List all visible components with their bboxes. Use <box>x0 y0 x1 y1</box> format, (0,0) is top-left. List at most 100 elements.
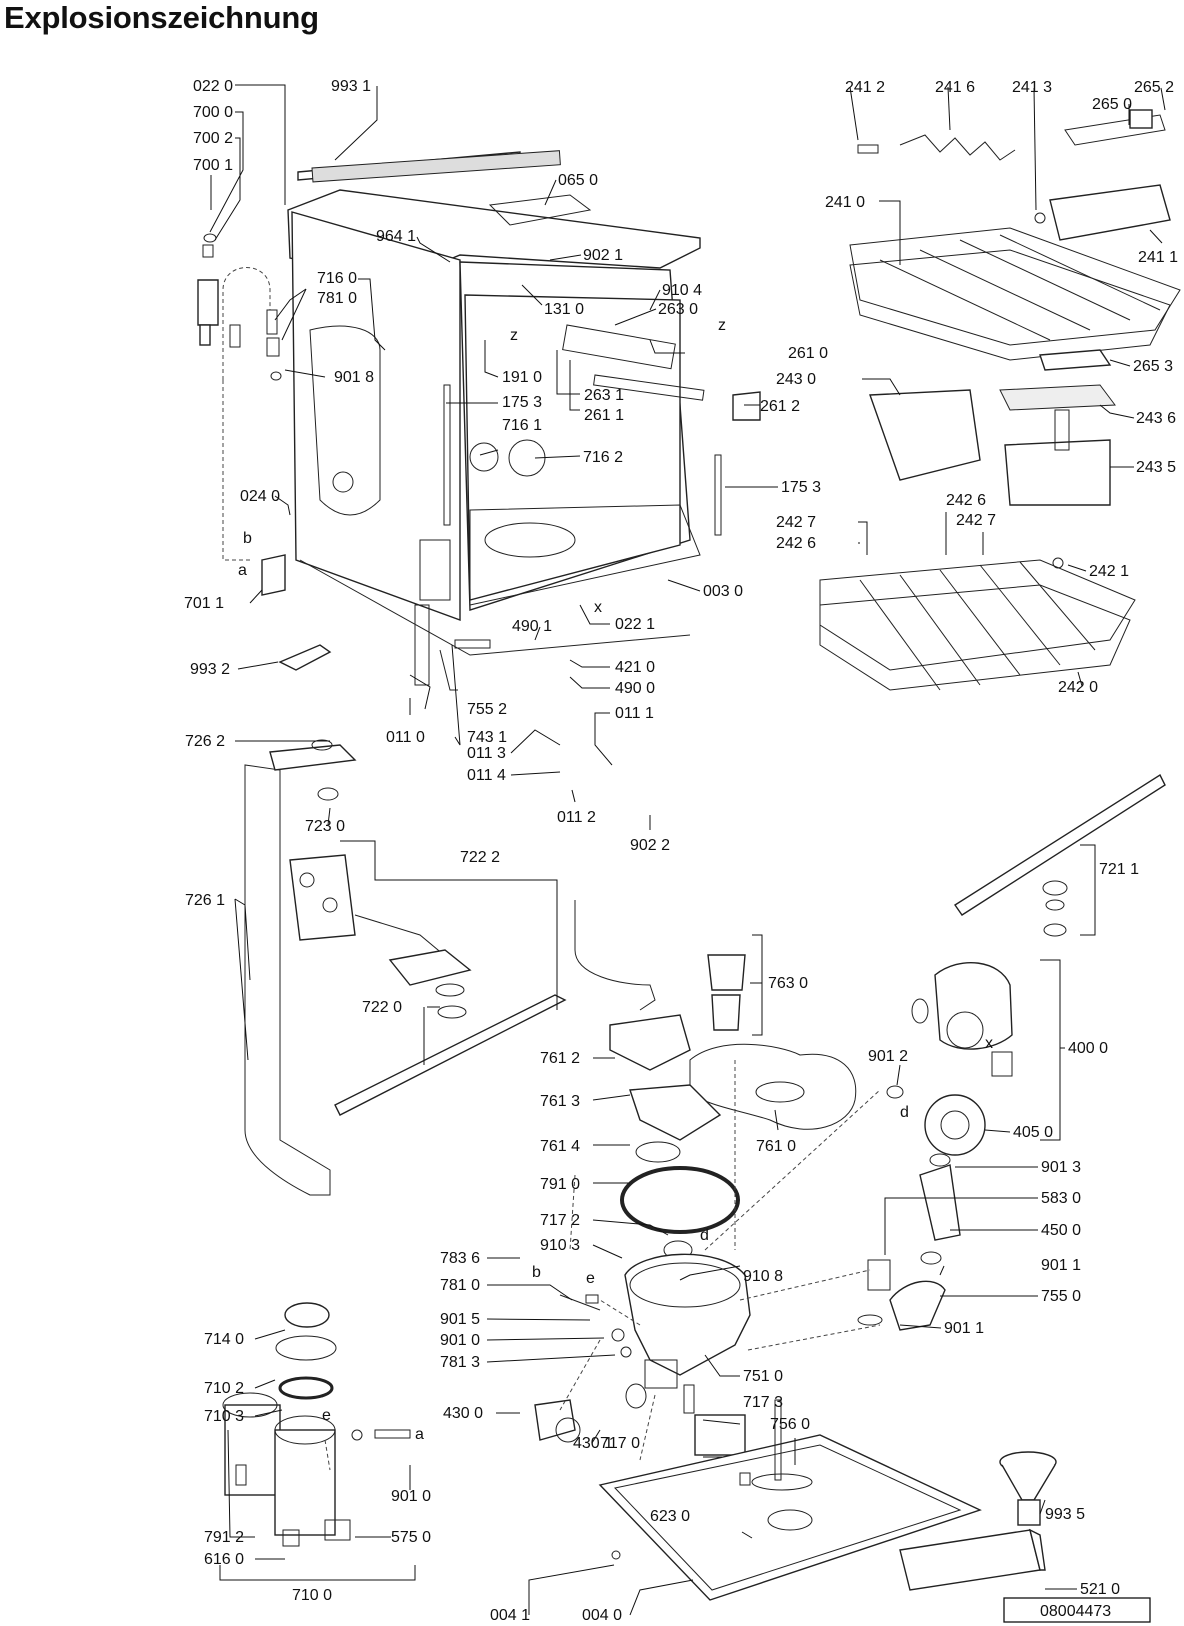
label-781-3: 781 3 <box>440 1354 480 1371</box>
label-450-0: 450 0 <box>1041 1222 1081 1239</box>
label-405-0: 405 0 <box>1013 1124 1053 1141</box>
label-003-0: 003 0 <box>703 583 743 600</box>
leader-lines <box>209 84 1166 1616</box>
label-902-2: 902 2 <box>630 837 670 854</box>
label-242-7b: 242 7 <box>776 514 816 531</box>
document-number: 08004473 <box>1040 1603 1111 1620</box>
label-964-1: 964 1 <box>376 228 416 245</box>
label-901-2: 901 2 <box>868 1048 908 1065</box>
salt-container-icon <box>222 1302 411 1547</box>
label-721-1: 721 1 <box>1099 861 1139 878</box>
label-x-2: x <box>985 1035 993 1052</box>
label-490-0: 490 0 <box>615 680 655 697</box>
label-242-1: 242 1 <box>1089 563 1129 580</box>
label-783-6: 783 6 <box>440 1250 480 1267</box>
label-791-2: 791 2 <box>204 1529 244 1546</box>
pump-icon <box>857 961 1013 1331</box>
label-022-0: 022 0 <box>193 78 233 95</box>
label-011-2: 011 2 <box>557 809 596 826</box>
label-242-6b: 242 6 <box>776 535 816 552</box>
label-261-2: 261 2 <box>760 398 800 415</box>
label-700-2: 700 2 <box>193 130 233 147</box>
label-710-2: 710 2 <box>204 1380 244 1397</box>
label-751-0: 751 0 <box>743 1368 783 1385</box>
label-993-2: 993 2 <box>190 661 230 678</box>
label-756-0: 756 0 <box>770 1416 810 1433</box>
label-781-0b: 781 0 <box>440 1277 480 1294</box>
label-755-2: 755 2 <box>467 701 507 718</box>
control-panel-icon <box>899 1528 1046 1591</box>
label-583-0: 583 0 <box>1041 1190 1081 1207</box>
label-004-1: 004 1 <box>490 1607 530 1624</box>
label-616-0: 616 0 <box>204 1551 244 1568</box>
label-263-1: 263 1 <box>584 387 624 404</box>
label-901-1a: 901 1 <box>1041 1257 1081 1274</box>
label-175-3b: 175 3 <box>781 479 821 496</box>
label-723-0: 723 0 <box>305 818 345 835</box>
label-623-0: 623 0 <box>650 1508 690 1525</box>
label-761-3: 761 3 <box>540 1093 580 1110</box>
label-722-0: 722 0 <box>362 999 402 1016</box>
label-241-0: 241 0 <box>825 194 865 211</box>
label-011-3: 011 3 <box>467 745 506 762</box>
dishwasher-tub-icon <box>287 150 761 691</box>
connection-lines <box>324 1060 881 1471</box>
label-430-1: 430 1 <box>573 1435 613 1452</box>
label-e-2: e <box>322 1407 331 1424</box>
spray-arm-icon <box>244 739 1166 1196</box>
base-plate-icon <box>598 1399 982 1601</box>
label-700-1: 700 1 <box>193 157 233 174</box>
label-716-1: 716 1 <box>502 417 542 434</box>
label-b-2: b <box>532 1264 541 1281</box>
label-521-0: 521 0 <box>1080 1581 1120 1598</box>
label-241-1: 241 1 <box>1138 249 1178 266</box>
label-700-0: 700 0 <box>193 104 233 121</box>
label-902-1: 902 1 <box>583 247 623 264</box>
label-743-1: 743 1 <box>467 729 507 746</box>
label-024-0: 024 0 <box>240 488 280 505</box>
label-901-8: 901 8 <box>334 369 374 386</box>
label-763-0: 763 0 <box>768 975 808 992</box>
label-901-3: 901 3 <box>1041 1159 1081 1176</box>
label-993-1: 993 1 <box>331 78 371 95</box>
label-d-1: d <box>900 1104 909 1121</box>
label-175-3a: 175 3 <box>502 394 542 411</box>
label-761-0: 761 0 <box>756 1138 796 1155</box>
label-d-2: d <box>700 1227 709 1244</box>
document-number-box: 08004473 <box>1003 1597 1151 1623</box>
sump-icon <box>534 1253 751 1456</box>
label-901-1b: 901 1 <box>944 1320 984 1337</box>
label-x-1: x <box>594 599 602 616</box>
label-a-2: a <box>415 1426 424 1443</box>
page-title: Explosionszeichnung <box>4 0 319 35</box>
label-400-0: 400 0 <box>1068 1040 1108 1057</box>
label-714-0: 714 0 <box>204 1331 244 1348</box>
label-430-0: 430 0 <box>443 1405 483 1422</box>
label-761-4: 761 4 <box>540 1138 580 1155</box>
label-490-1: 490 1 <box>512 618 552 635</box>
label-910-8: 910 8 <box>743 1268 783 1285</box>
label-726-1: 726 1 <box>185 892 225 909</box>
label-791-0: 791 0 <box>540 1176 580 1193</box>
filter-icon <box>609 954 857 1260</box>
funnel-icon <box>999 1451 1057 1526</box>
label-261-1: 261 1 <box>584 407 624 424</box>
label-243-0: 243 0 <box>776 371 816 388</box>
label-717-2: 717 2 <box>540 1212 580 1229</box>
label-717-0: 717 0 <box>600 1435 640 1452</box>
label-242-7a: 242 7 <box>956 512 996 529</box>
label-265-3: 265 3 <box>1133 358 1173 375</box>
label-011-4: 011 4 <box>467 767 506 784</box>
label-241-2: 241 2 <box>845 79 885 96</box>
basket-icon <box>819 109 1181 691</box>
label-575-0: 575 0 <box>391 1529 431 1546</box>
label-722-2: 722 2 <box>460 849 500 866</box>
label-761-2: 761 2 <box>540 1050 580 1067</box>
label-901-0a: 901 0 <box>440 1332 480 1349</box>
label-261-0: 261 0 <box>788 345 828 362</box>
label-716-0: 716 0 <box>317 270 357 287</box>
label-901-0b: 901 0 <box>391 1488 431 1505</box>
label-z-1: z <box>510 327 518 344</box>
label-e-1: e <box>586 1270 595 1287</box>
